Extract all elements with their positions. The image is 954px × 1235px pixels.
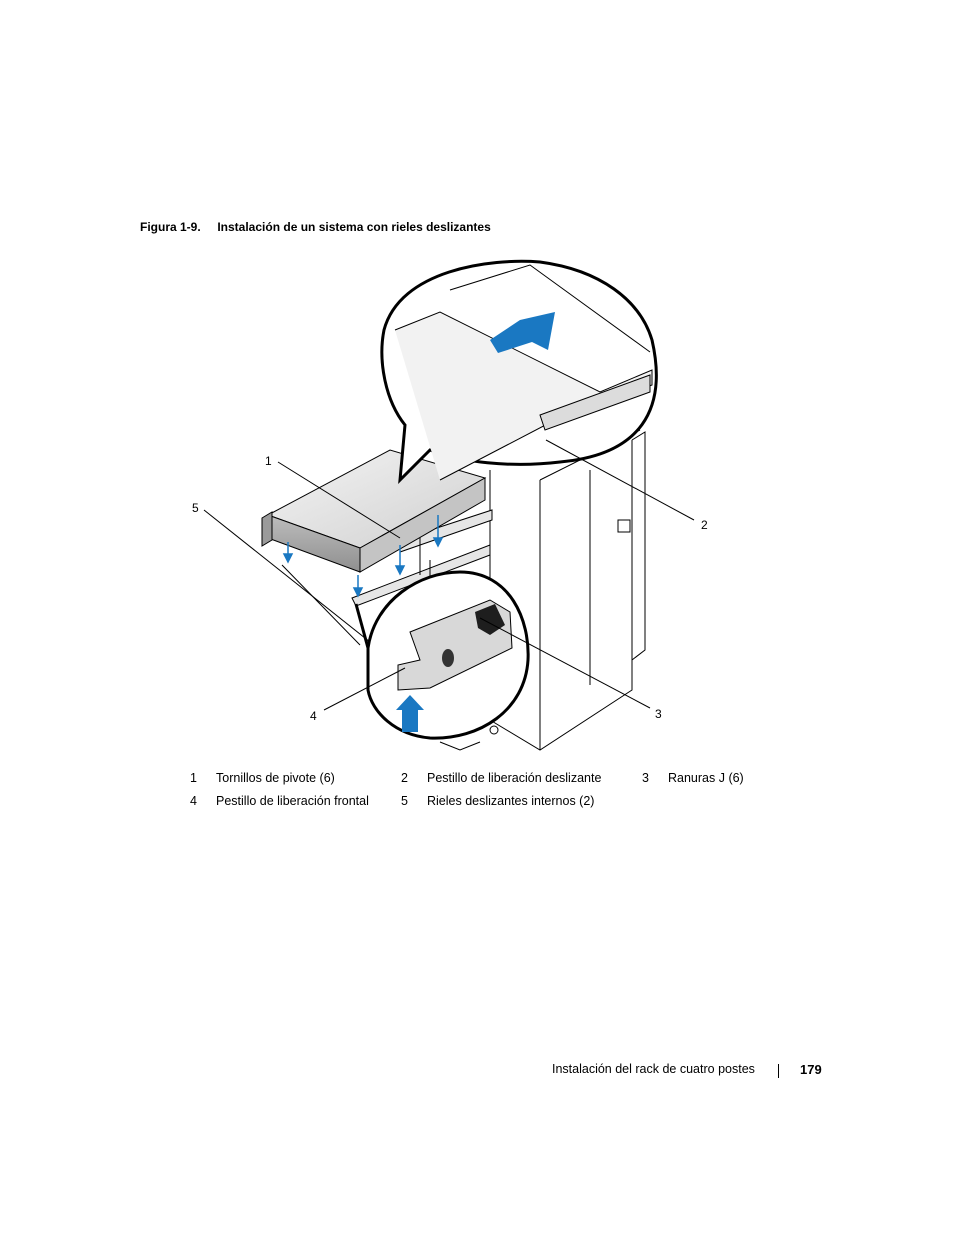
slide-latch-detail-bubble — [380, 259, 658, 484]
footer-separator — [778, 1064, 779, 1078]
figure-title: Instalación de un sistema con rieles des… — [217, 220, 491, 234]
legend-number: 4 — [190, 794, 197, 808]
callout-5: 5 — [192, 501, 199, 515]
callout-2: 2 — [701, 518, 708, 532]
legend-text: Ranuras J (6) — [668, 771, 744, 785]
legend-text: Pestillo de liberación frontal — [216, 794, 369, 808]
legend-number: 5 — [401, 794, 408, 808]
legend-number: 2 — [401, 771, 408, 785]
page-footer: Instalación del rack de cuatro postes 17… — [552, 1062, 822, 1078]
server-chassis — [261, 449, 487, 573]
legend-text: Pestillo de liberación deslizante — [427, 771, 602, 785]
callout-leader-lines — [203, 439, 695, 711]
legend-item: 2 Pestillo de liberación deslizante — [401, 771, 601, 785]
legend-number: 3 — [642, 771, 649, 785]
rack-installation-illustration: 1 2 3 4 5 — [192, 259, 708, 751]
callout-4: 4 — [310, 709, 317, 723]
rack-cabinet — [439, 429, 646, 751]
callout-1: 1 — [265, 454, 272, 468]
page-number: 179 — [800, 1062, 822, 1077]
front-latch-detail-bubble — [354, 570, 530, 740]
callout-3: 3 — [655, 707, 662, 721]
legend-item: 3 Ranuras J (6) — [642, 771, 744, 785]
legend-number: 1 — [190, 771, 197, 785]
legend-text: Rieles deslizantes internos (2) — [427, 794, 595, 808]
legend-item: 5 Rieles deslizantes internos (2) — [401, 794, 594, 808]
legend-item: 4 Pestillo de liberación frontal — [190, 794, 369, 808]
legend-text: Tornillos de pivote (6) — [216, 771, 335, 785]
legend-item: 1 Tornillos de pivote (6) — [190, 771, 335, 785]
figure-caption: Figura 1-9. Instalación de un sistema co… — [140, 220, 491, 234]
footer-section-title: Instalación del rack de cuatro postes — [552, 1062, 755, 1076]
figure-label: Figura 1-9. — [140, 220, 201, 234]
callout-numbers: 1 2 3 4 5 — [192, 454, 708, 723]
pivot-screw-arrows — [282, 515, 444, 598]
